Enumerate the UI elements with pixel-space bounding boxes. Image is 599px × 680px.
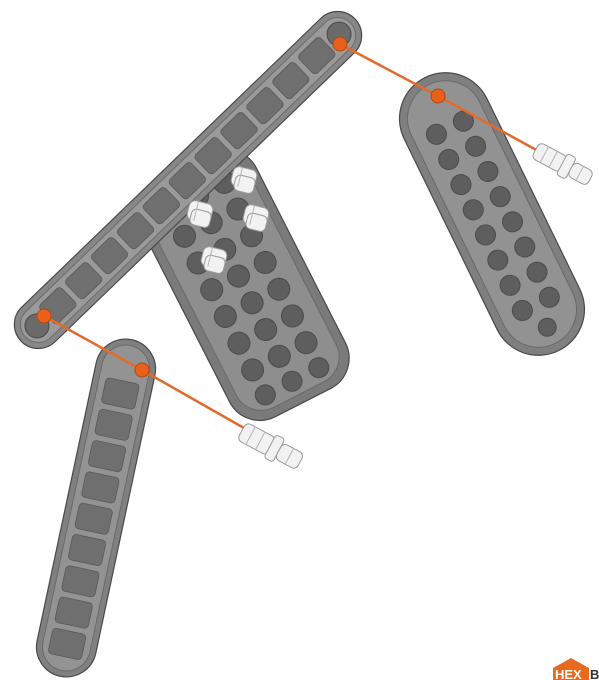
logo: HEX B bbox=[553, 658, 599, 680]
hole-marker-left bbox=[37, 309, 51, 323]
hole-marker-lower-beam bbox=[135, 363, 149, 377]
upper-right-beam bbox=[384, 57, 599, 371]
lower-left-beam bbox=[31, 334, 161, 680]
logo-text: HEX bbox=[555, 667, 582, 680]
hole-marker-top bbox=[333, 37, 347, 51]
pin-lower bbox=[236, 419, 306, 473]
logo-trailing-text: B bbox=[590, 667, 599, 680]
hole-marker-right-beam bbox=[431, 89, 445, 103]
connector-line-top bbox=[340, 44, 438, 96]
pin-right bbox=[530, 139, 596, 189]
